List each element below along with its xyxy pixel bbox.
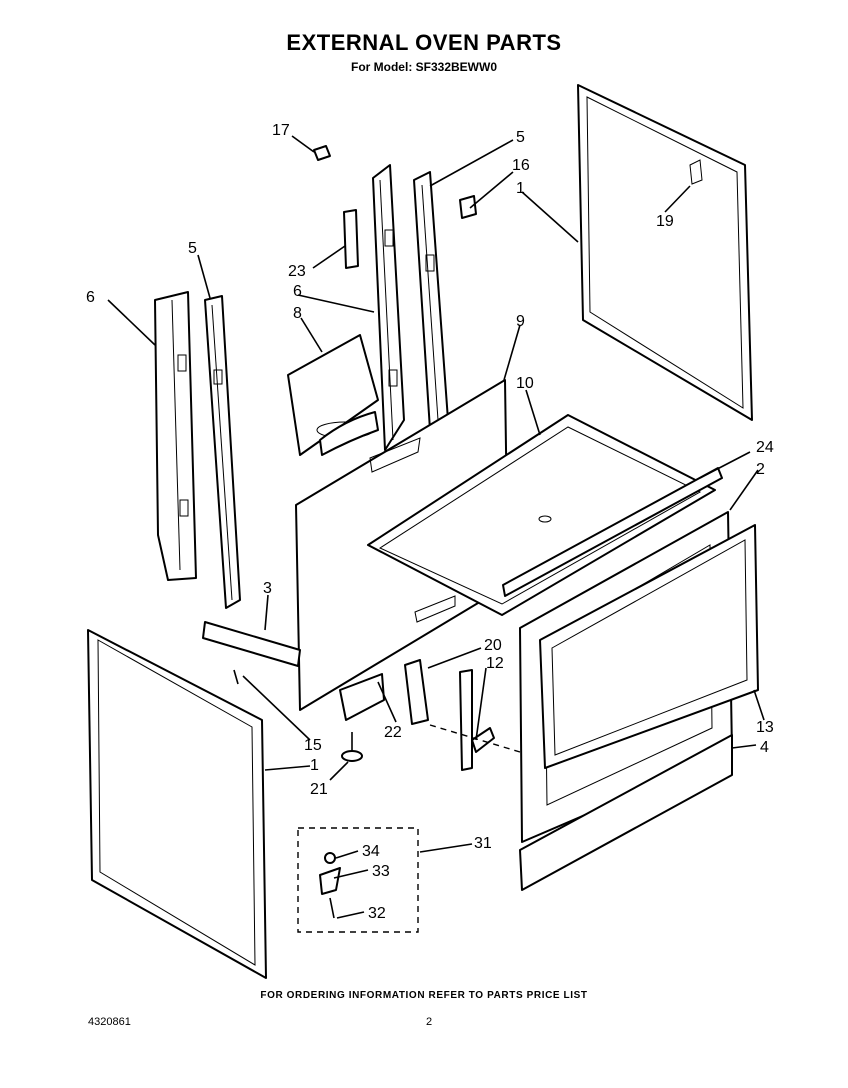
- page-number: 2: [426, 1016, 433, 1028]
- part-rail-6-center: [372, 164, 405, 451]
- part-leveling-leg-21: [341, 732, 363, 762]
- leader-lines: [107, 135, 765, 919]
- callout-19: 19: [656, 213, 674, 230]
- callout-21: 21: [310, 781, 328, 798]
- callout-4: 4: [760, 739, 769, 756]
- part-bracket-20: [404, 659, 429, 725]
- callout-32: 32: [368, 905, 386, 922]
- callout-6-center: 6: [293, 283, 302, 300]
- callout-33: 33: [372, 863, 390, 880]
- callout-16: 16: [512, 157, 530, 174]
- callout-2: 2: [756, 461, 765, 478]
- part-bracket-16: [459, 195, 477, 219]
- callout-6-left: 6: [86, 289, 95, 306]
- callout-13: 13: [756, 719, 774, 736]
- part-kick-plate-4: [519, 734, 733, 891]
- part-clip-17: [313, 145, 331, 161]
- callout-17: 17: [272, 122, 290, 139]
- callout-31: 31: [474, 835, 492, 852]
- part-oven-bottom-10: [367, 414, 716, 616]
- callout-22: 22: [384, 724, 402, 741]
- callout-9: 9: [516, 313, 525, 330]
- callout-5-left: 5: [188, 240, 197, 257]
- callout-20: 20: [484, 637, 502, 654]
- callout-5-top: 5: [516, 129, 525, 146]
- part-rail-3: [202, 621, 301, 667]
- part-group-31-box: [297, 827, 419, 933]
- part-hinge-12: [459, 669, 495, 771]
- part-rail-5-right: [413, 171, 449, 431]
- page-title: EXTERNAL OVEN PARTS: [286, 30, 562, 55]
- part-rail-5-left: [204, 295, 241, 609]
- part-strip-23: [343, 209, 359, 269]
- part-strip-24: [502, 467, 723, 597]
- part-rail-6-left: [154, 291, 197, 581]
- document-number: 4320861: [88, 1016, 131, 1028]
- callout-34: 34: [362, 843, 380, 860]
- callout-10: 10: [516, 375, 534, 392]
- callout-12: 12: [486, 655, 504, 672]
- part-clip-22: [339, 673, 385, 721]
- callout-8: 8: [293, 305, 302, 322]
- part-screw-15: [233, 669, 239, 685]
- callout-3: 3: [263, 580, 272, 597]
- part-side-panel-left: [87, 629, 267, 979]
- part-side-panel-right: [577, 84, 753, 421]
- part-vent-8: [287, 334, 379, 456]
- callout-1-top: 1: [516, 180, 525, 197]
- ordering-info-footer: FOR ORDERING INFORMATION REFER TO PARTS …: [260, 990, 588, 1001]
- callout-23: 23: [288, 263, 306, 280]
- callout-24: 24: [756, 439, 774, 456]
- callout-1-bottom: 1: [310, 757, 319, 774]
- model-subtitle: For Model: SF332BEWW0: [350, 60, 497, 74]
- part-gasket-13: [539, 524, 759, 769]
- callout-15: 15: [304, 737, 322, 754]
